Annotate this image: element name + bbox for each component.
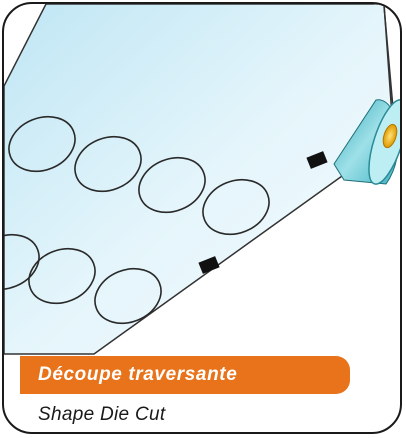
die-cut-label [94, 267, 162, 325]
registration-mark [306, 151, 328, 169]
die-cut-labels [4, 115, 270, 325]
die-cut-label [4, 233, 40, 291]
subtitle-label: Shape Die Cut [38, 404, 166, 425]
roll-core-icon [382, 123, 398, 149]
die-cut-label [202, 178, 270, 236]
title-banner: Découpe traversante [20, 356, 350, 394]
label-film [4, 4, 395, 355]
die-cut-label [8, 115, 76, 173]
registration-mark [198, 256, 220, 274]
die-cut-label [28, 247, 96, 305]
die-cut-label [74, 135, 142, 193]
title-label: Découpe traversante [38, 364, 238, 385]
label-roll-illustration [4, 4, 400, 355]
die-cut-label [138, 156, 206, 214]
product-card: Découpe traversante Shape Die Cut [2, 2, 402, 434]
